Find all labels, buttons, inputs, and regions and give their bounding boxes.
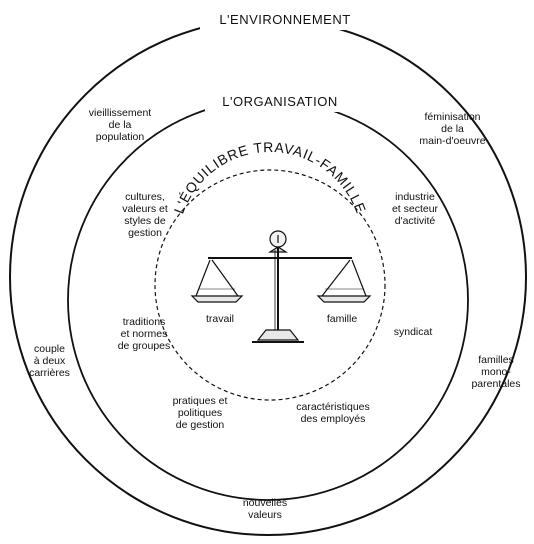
work-pan-label: travail (205, 313, 234, 325)
factor-nouvelles-valeurs: nouvelles valeurs (242, 497, 288, 521)
organisation-circle (67, 99, 469, 501)
organisation-title-gap (205, 90, 355, 112)
factor-couple: couple à deux carrières (29, 343, 70, 379)
factor-traditions: traditions et normes de groupes (117, 316, 171, 352)
factor-cultures: cultures, valeurs et styles de gestion (122, 191, 168, 239)
factor-familles: familles mono- parentales (471, 354, 521, 390)
scale-icon (190, 230, 372, 343)
balance-title: L'ÉQUILIBRE TRAVAIL-FAMILLE (171, 139, 370, 216)
factor-pratiques: pratiques et politiques de gestion (172, 395, 228, 431)
factor-syndicat: syndicat (393, 326, 433, 338)
factor-vieillissement: vieillissement de la population (88, 107, 152, 143)
factor-caracteristiques: caractéristiques des employés (296, 401, 370, 425)
factor-industrie: industrie et secteur d'activité (391, 191, 439, 227)
factor-feminisation: féminisation de la main-d'oeuvre (419, 111, 486, 147)
balance-circle (154, 169, 386, 401)
organisation-title: L'ORGANISATION (222, 94, 337, 109)
environment-title: L'ENVIRONNEMENT (219, 12, 350, 27)
environment-title-gap (200, 8, 370, 30)
family-pan-label: famille (326, 313, 358, 325)
